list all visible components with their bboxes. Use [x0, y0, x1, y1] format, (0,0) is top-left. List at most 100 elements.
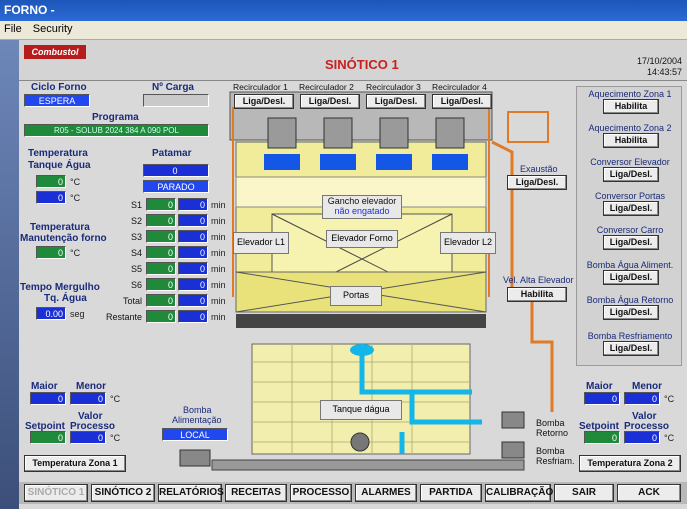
maior-value: 0 [30, 392, 66, 405]
right-control-panel: Aquecimento Zona 1 Habilita Aquecimento … [576, 86, 682, 366]
recirc2-label: Recirculador 2 [299, 82, 354, 92]
nav-sinotico1[interactable]: SINÓTICO 1 [24, 484, 88, 502]
patamar-value: 0 [143, 164, 209, 177]
temperatura-zona2-button[interactable]: Temperatura Zona 2 [579, 455, 681, 472]
recirc4-button[interactable]: Liga/Desl. [432, 94, 492, 109]
right-item-label: Bomba Água Retorno [586, 295, 674, 305]
mergulho-unit: seg [70, 309, 85, 319]
aquecimento-zona2-button[interactable]: Habilita [603, 133, 659, 148]
sched-unit: min [211, 216, 226, 226]
temperatura-label: Temperatura [28, 148, 88, 159]
sched-unit: min [211, 296, 226, 306]
conversor-portas-button[interactable]: Liga/Desl. [603, 201, 659, 216]
manut-forno-label: Manutenção forno [20, 233, 107, 244]
bomba-retorno-label: Bomba Retorno [536, 418, 569, 438]
exaustao-button[interactable]: Liga/Desl. [507, 175, 567, 190]
header-time: 14:43:57 [646, 67, 682, 77]
right-item-label: Conversor Elevador [590, 157, 670, 167]
menu-bar: File Security [0, 21, 687, 40]
programa-label: Programa [92, 112, 139, 123]
sched-value-a: 0 [146, 198, 176, 211]
header-date: 17/10/2004 [636, 56, 682, 66]
programa-value: R05 - SOLUB 2024 384 A 090 POL [24, 124, 209, 137]
valor-label: Valor [78, 411, 103, 422]
window-titlebar: FORNO - [0, 0, 687, 21]
ciclo-forno-label: Ciclo Forno [31, 82, 87, 93]
mergulho-label: Tempo Mergulho [20, 282, 100, 293]
sched-label: S5 [130, 264, 142, 274]
nav-calibracao[interactable]: CALIBRAÇÃO [485, 484, 553, 502]
sched-value-b: 0 [178, 262, 208, 275]
recirc1-button[interactable]: Liga/Desl. [234, 94, 294, 109]
elevador-forno-label: Elevador Forno [326, 230, 398, 248]
temperatura-zona1-button[interactable]: Temperatura Zona 1 [24, 455, 126, 472]
bomba-resfriamento-button[interactable]: Liga/Desl. [603, 341, 659, 356]
right-item-label: Aquecimento Zona 1 [588, 89, 672, 99]
recirc3-button[interactable]: Liga/Desl. [366, 94, 426, 109]
unit-c-2: °C [70, 193, 81, 203]
nav-ack[interactable]: ACK [617, 484, 681, 502]
nav-relatorios[interactable]: RELATÓRIOS [158, 484, 224, 502]
nav-sinotico2[interactable]: SINÓTICO 2 [91, 484, 155, 502]
exaustao-label: Exaustão [520, 164, 558, 174]
unit-c-4: °C [110, 394, 121, 404]
page-title: SINÓTICO 1 [325, 57, 399, 72]
nav-receitas[interactable]: RECEITAS [225, 484, 287, 502]
setpoint-value-right: 0 [584, 431, 620, 444]
sched-value-b: 0 [178, 278, 208, 291]
vel-alta-button[interactable]: Habilita [507, 287, 567, 302]
elevador-l2-label: Elevador L2 [440, 232, 496, 254]
schedule-table: S1 0 0 min S2 0 0 min S3 0 0 min S4 0 0 … [106, 198, 226, 323]
sched-label: S1 [130, 200, 142, 210]
sched-value-b: 0 [178, 230, 208, 243]
nav-processo[interactable]: PROCESSO [290, 484, 352, 502]
recirc2-button[interactable]: Liga/Desl. [300, 94, 360, 109]
menu-security[interactable]: Security [32, 23, 73, 35]
right-item-label: Conversor Carro [596, 225, 664, 235]
tanque-agua-label: Tanque Água [28, 160, 91, 171]
setpoint-label-right: Setpoint [579, 421, 619, 432]
sched-value-a: 0 [146, 214, 176, 227]
nav-sair[interactable]: SAIR [554, 484, 614, 502]
conversor-carro-button[interactable]: Liga/Desl. [603, 235, 659, 250]
setpoint-value: 0 [30, 431, 66, 444]
tanque-setpoint-value: 0 [36, 191, 66, 204]
right-item-label: Aquecimento Zona 2 [588, 123, 672, 133]
ciclo-forno-value: ESPERA [24, 94, 90, 107]
maior-label-right: Maior [586, 381, 613, 392]
sched-value-b: 0 [178, 246, 208, 259]
nav-alarmes[interactable]: ALARMES [355, 484, 417, 502]
processo-value-right: 0 [624, 431, 660, 444]
conversor-elevador-button[interactable]: Liga/Desl. [603, 167, 659, 182]
tanque-label: Tanque dágua [320, 400, 402, 420]
sched-label: S2 [130, 216, 142, 226]
gancho-label: Gancho elevador [327, 196, 397, 206]
window-title: FORNO - [4, 3, 55, 17]
right-item-label: Bomba Resfriamento [587, 331, 673, 341]
unit-c-5: °C [110, 433, 121, 443]
processo-label: Processo [70, 421, 116, 432]
bomba-resfriam-label: Bomba Resfriam. [536, 446, 575, 466]
mergulho-value: 0.00 [36, 307, 66, 320]
bomba-agua-aliment-button[interactable]: Liga/Desl. [603, 270, 659, 285]
maior-label: Maior [31, 381, 58, 392]
gancho-box: Gancho elevador não engatado [322, 195, 402, 219]
unit-c-right: °C [664, 394, 675, 404]
sched-value-a: 0 [146, 230, 176, 243]
unit-c-right-2: °C [664, 433, 675, 443]
nav-partida[interactable]: PARTIDA [420, 484, 482, 502]
menu-file[interactable]: File [4, 23, 22, 35]
portas-label: Portas [330, 286, 382, 306]
menor-value-right: 0 [624, 392, 660, 405]
sched-label: S6 [130, 280, 142, 290]
vel-alta-label: Vel. Alta Elevador [503, 275, 574, 285]
aquecimento-zona1-button[interactable]: Habilita [603, 99, 659, 114]
valor-label-right: Valor [632, 411, 657, 422]
menor-label: Menor [76, 381, 106, 392]
sched-value-b: 0 [178, 198, 208, 211]
sched-unit: min [211, 232, 226, 242]
bomba-agua-retorno-button[interactable]: Liga/Desl. [603, 305, 659, 320]
unit-c: °C [70, 177, 81, 187]
sched-unit: min [211, 264, 226, 274]
recirc4-label: Recirculador 4 [432, 82, 487, 92]
